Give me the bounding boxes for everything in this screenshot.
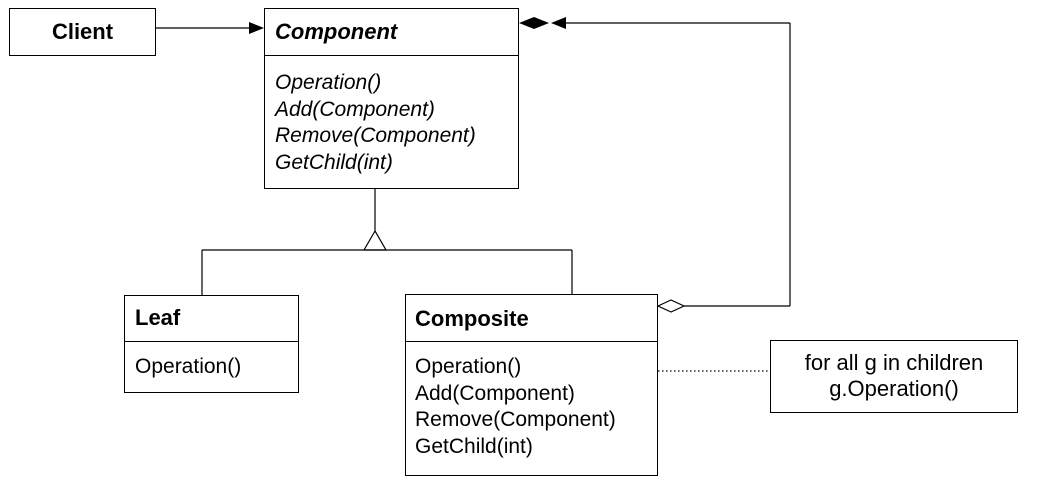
- client-component-association: [156, 22, 264, 34]
- component-name-compartment: Component: [265, 9, 518, 56]
- composite-name-compartment: Composite: [406, 295, 657, 342]
- operation: GetChild(int): [415, 434, 533, 458]
- children-aggregation: [519, 17, 791, 313]
- operation: Add(Component): [415, 381, 575, 405]
- composite-class-name: Composite: [415, 306, 529, 331]
- leaf-class-name: Leaf: [135, 305, 181, 330]
- leaf-name-compartment: Leaf: [125, 296, 298, 342]
- aggregation-diamond: [656, 299, 686, 313]
- leaf-class: Leaf Operation(): [124, 295, 299, 393]
- component-class: Component Operation() Add(Component) Rem…: [264, 8, 519, 189]
- client-class-name: Client: [51, 19, 114, 44]
- association-arrowhead: [249, 22, 264, 34]
- operation: Remove(Component): [275, 124, 476, 147]
- inheritance-connector: [201, 189, 573, 295]
- operation: Operation(): [135, 355, 242, 378]
- component-class-name: Component: [275, 19, 398, 44]
- client-class: Client: [9, 8, 156, 56]
- composite-class: Composite Operation() Add(Component) Rem…: [405, 294, 658, 476]
- leaf-operations: Operation(): [125, 342, 298, 381]
- component-operations: Operation() Add(Component) Remove(Compon…: [265, 56, 518, 176]
- inheritance-triangle: [362, 229, 388, 251]
- note-line: for all g in children: [804, 350, 984, 375]
- note-line: g.Operation(): [829, 376, 959, 401]
- composition-diamond: [519, 17, 549, 29]
- operation: Operation(): [275, 71, 382, 94]
- implementation-note: for all g in children g.Operation(): [770, 340, 1018, 413]
- operation: Remove(Component): [415, 408, 616, 431]
- composite-operations: Operation() Add(Component) Remove(Compon…: [406, 342, 657, 460]
- operation: GetChild(int): [275, 150, 393, 174]
- aggregation-arrowhead: [551, 17, 566, 29]
- operation: Add(Component): [275, 97, 435, 121]
- operation: Operation(): [415, 355, 522, 378]
